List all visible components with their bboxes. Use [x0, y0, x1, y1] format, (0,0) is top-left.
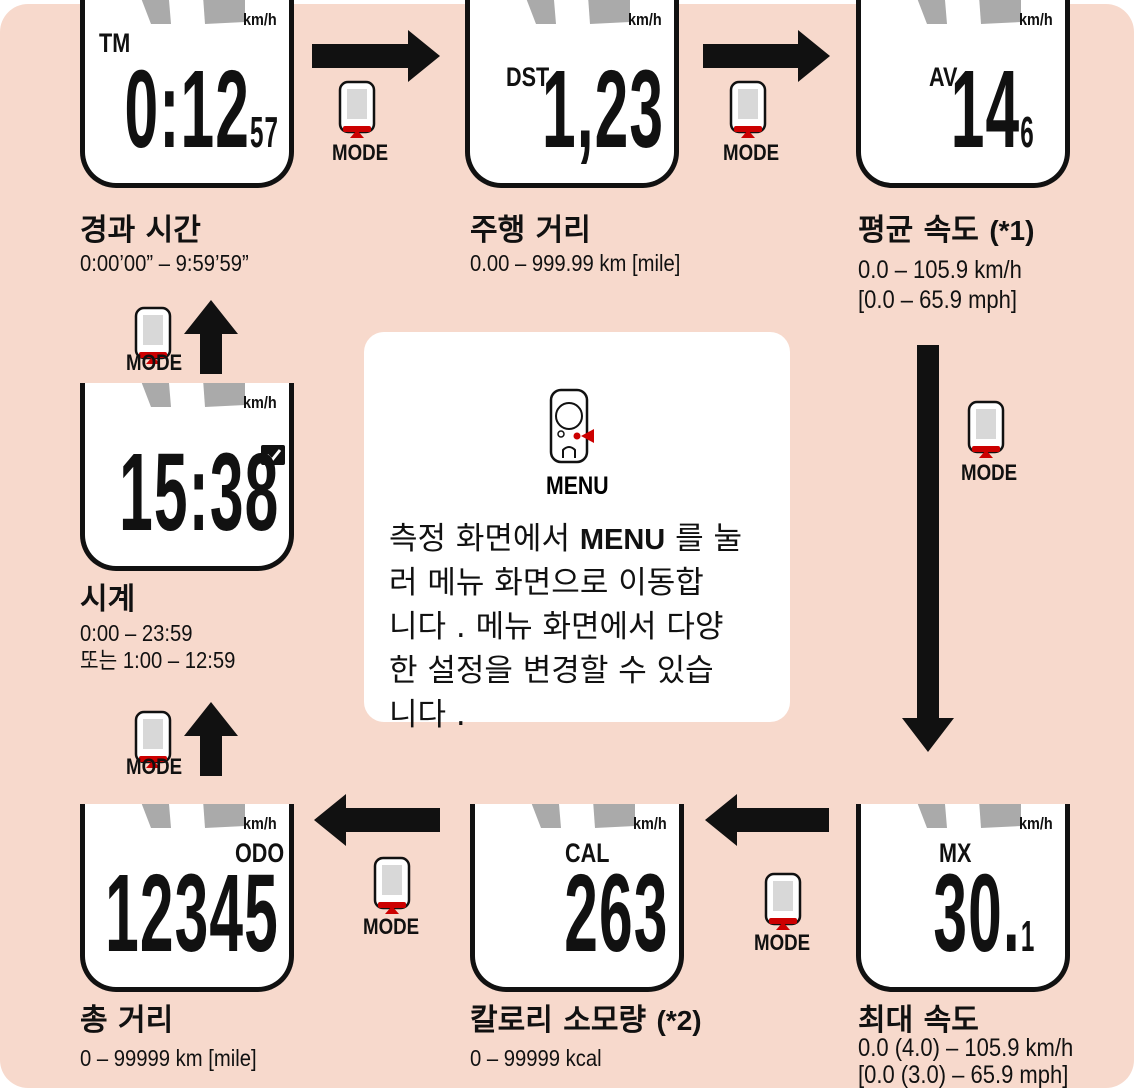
range-trip-distance: 0.00 – 999.99 km [mile]: [470, 250, 681, 276]
footnote-ref: (*2): [656, 1005, 702, 1036]
title-max-speed: 최대 속도: [858, 1003, 979, 1038]
mode-label: MODE: [723, 140, 780, 165]
range-elapsed-time: 0:00’00” – 9:59’59”: [80, 250, 249, 276]
mode-label: MODE: [961, 460, 1018, 485]
mode-button-icon: MODE: [126, 306, 182, 375]
title-average-speed: 평균 속도 (*1): [858, 213, 1035, 248]
unit-label: km/h: [243, 393, 277, 412]
mode-label: MODE: [126, 754, 183, 779]
device-icon: [373, 856, 411, 914]
lcd-segment-icon: [141, 0, 245, 24]
device-icon: [338, 80, 376, 138]
arrow-right-icon: [703, 30, 830, 82]
range-max-speed: 0.0 (4.0) – 105.9 km/h[0.0 (3.0) – 65.9 …: [858, 1034, 1074, 1088]
unit-label: km/h: [628, 10, 662, 29]
footnote-ref: (*1): [989, 215, 1035, 246]
range-average-speed: 0.0 – 105.9 km/h[0.0 – 65.9 mph]: [858, 256, 1022, 314]
mode-button-icon: MODE: [126, 710, 182, 779]
lcd-elapsed-time: km/h TM 0:1257: [80, 0, 294, 188]
lcd-segment-icon: [531, 804, 635, 828]
clock-icon: [261, 445, 285, 465]
mode-label: ODO: [235, 838, 285, 868]
mode-label: AV: [929, 62, 958, 92]
device-icon: [764, 872, 802, 930]
lcd-value: 15:38: [118, 431, 279, 554]
lcd-segment-icon: [917, 804, 1021, 828]
mode-label: TM: [99, 28, 131, 58]
lcd-average-speed: km/h AV 146: [856, 0, 1070, 188]
lcd-value: 12345: [105, 852, 279, 975]
unit-label: km/h: [1019, 10, 1053, 29]
lcd-trip-distance: km/h DST 1,23: [465, 0, 679, 188]
lcd-clock: km/h 15:38: [80, 383, 294, 571]
title-trip-distance: 주행 거리: [470, 213, 591, 248]
lcd-max-speed: km/h MX 30.1: [856, 804, 1070, 992]
mode-label: MODE: [363, 914, 420, 939]
lcd-value: 263: [564, 852, 669, 975]
arrow-left-icon: [705, 794, 829, 846]
device-icon: [729, 80, 767, 138]
lcd-segment-icon: [917, 0, 1021, 24]
mode-label: MX: [939, 838, 972, 868]
unit-label: km/h: [633, 814, 667, 833]
mode-button-icon: MODE: [754, 872, 810, 955]
mode-button-icon: MODE: [723, 80, 779, 165]
lcd-segment-icon: [141, 383, 245, 407]
device-icon: [134, 710, 172, 768]
lcd-value: 0:1257: [124, 48, 279, 171]
device-icon: [967, 400, 1005, 458]
lcd-odometer: km/h ODO 12345: [80, 804, 294, 992]
device-icon: [134, 306, 172, 364]
lcd-segment-icon: [141, 804, 245, 828]
mode-button-icon: MODE: [363, 856, 419, 939]
mode-button-icon: MODE: [961, 400, 1017, 485]
lcd-value: 1,23: [541, 48, 664, 171]
menu-label: MENU: [546, 472, 609, 500]
unit-label: km/h: [1019, 814, 1053, 833]
arrow-up-icon: [184, 300, 238, 374]
menu-description: 측정 화면에서 MENU 를 눌 러 메뉴 화면으로 이동합 니다 . 메뉴 화…: [389, 521, 742, 733]
lcd-value: 146: [950, 48, 1035, 171]
arrow-right-icon: [312, 30, 440, 82]
unit-label: km/h: [243, 814, 277, 833]
range-odometer: 0 – 99999 km [mile]: [80, 1045, 257, 1071]
mode-label: CAL: [565, 838, 610, 868]
mode-button-icon: MODE: [332, 80, 388, 165]
range-calories: 0 – 99999 kcal: [470, 1045, 602, 1071]
title-clock: 시계: [80, 582, 136, 617]
title-elapsed-time: 경과 시간: [80, 213, 201, 248]
device-back-icon: [549, 388, 594, 464]
arrow-left-icon: [314, 794, 440, 846]
mode-label: MODE: [332, 140, 389, 165]
lcd-calories: km/h CAL 263: [470, 804, 684, 992]
arrow-down-icon: [902, 345, 954, 752]
mode-label: MODE: [126, 350, 183, 375]
title-odometer: 총 거리: [80, 1003, 174, 1038]
title-calories: 칼로리 소모량 (*2): [470, 1003, 702, 1038]
unit-label: km/h: [243, 10, 277, 29]
lcd-segment-icon: [526, 0, 630, 24]
mode-label: DST: [506, 62, 550, 92]
arrow-up-icon: [184, 702, 238, 776]
lcd-value: 30.1: [933, 852, 1035, 975]
mode-label: MODE: [754, 930, 811, 955]
menu-info-box: MENU 측정 화면에서 MENU 를 눌 러 메뉴 화면으로 이동합 니다 .…: [364, 332, 790, 733]
